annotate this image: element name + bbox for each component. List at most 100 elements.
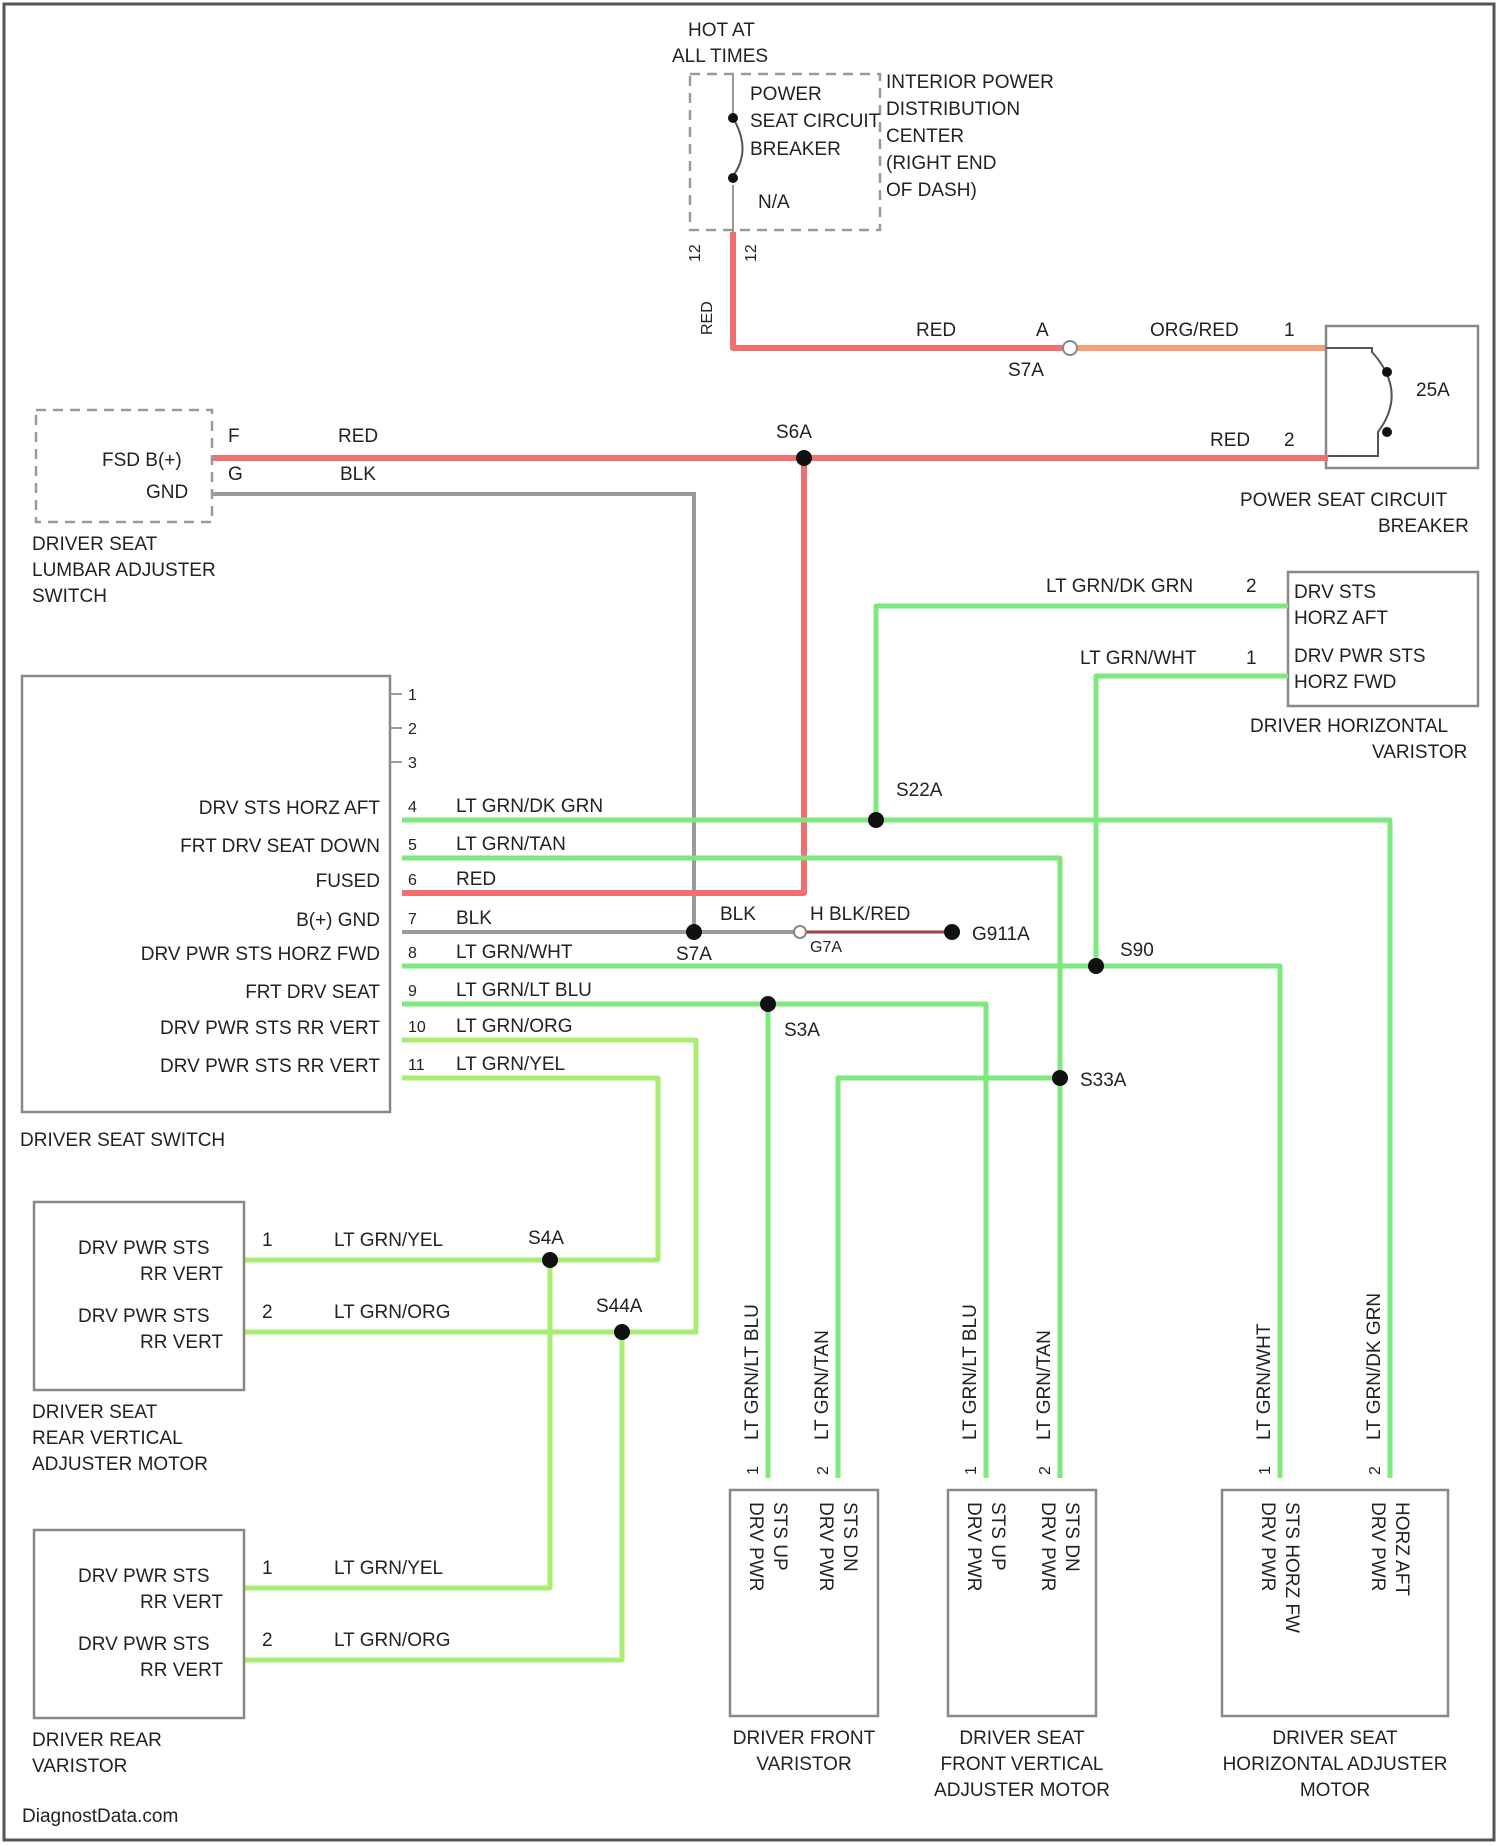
pin-number: 2: [1367, 1466, 1384, 1475]
wire-horz-fwd: [402, 966, 1280, 1478]
rvm-label-3: ADJUSTER MOTOR: [32, 1454, 208, 1475]
terminal-name: DRV PWR: [815, 1502, 836, 1591]
hvar-t2-a: DRV PWR STS: [1294, 646, 1426, 667]
switch-terminal-name: DRV PWR STS HORZ FWD: [141, 944, 380, 965]
ipdc-pin: 12: [687, 244, 704, 262]
rvm-w1: LT GRN/YEL: [334, 1230, 443, 1251]
wire-label-org-red: ORG/RED: [1150, 320, 1239, 341]
all-times-label: ALL TIMES: [672, 46, 768, 67]
cb-label-3: BREAKER: [750, 139, 841, 160]
rvar-t1-b: RR VERT: [140, 1592, 223, 1613]
wire-color-label: LT GRN/LT BLU: [742, 1304, 763, 1440]
rvm-w2: LT GRN/ORG: [334, 1302, 450, 1323]
switch-empty-pin: 2: [408, 721, 417, 738]
wire-color-label: LT GRN/DK GRN: [1364, 1293, 1385, 1440]
switch-pin: 8: [408, 945, 417, 962]
wire-label-red-cb: RED: [1210, 430, 1250, 451]
wire-label-red-vertical: RED: [699, 301, 716, 335]
ipdc-label-2: DISTRIBUTION: [886, 99, 1020, 120]
ground-g911a-dot: [944, 924, 960, 940]
rvar-t2-b: RR VERT: [140, 1660, 223, 1681]
terminal-name: STS UP: [987, 1502, 1008, 1571]
rvm-label-1: DRIVER SEAT: [32, 1402, 158, 1423]
component-label: HORIZONTAL ADJUSTER: [1223, 1754, 1448, 1775]
wire-label-blk: BLK: [720, 904, 756, 925]
switch-wire-color: LT GRN/YEL: [456, 1054, 565, 1075]
component-label: DRIVER SEAT: [1272, 1728, 1398, 1749]
ipdc-label-5: OF DASH): [886, 180, 977, 201]
lumbar-label-2: LUMBAR ADJUSTER: [32, 560, 216, 581]
cb-rating: 25A: [1416, 380, 1450, 401]
splice-s90-dot: [1088, 958, 1104, 974]
wire-rr-vert-org-varistor: [244, 1332, 622, 1660]
wire-color-label: LT GRN/WHT: [1254, 1323, 1275, 1440]
splice-s6a-dot: [796, 450, 812, 466]
lumbar-gnd: GND: [146, 482, 188, 503]
hot-at-label: HOT AT: [688, 20, 755, 41]
switch-pin: 4: [408, 799, 417, 816]
splice-s3a-dot: [760, 996, 776, 1012]
connector-a: A: [1036, 320, 1049, 341]
splice-s7a-dot: [686, 924, 702, 940]
switch-terminal-name: DRV STS HORZ AFT: [199, 798, 381, 819]
wire-frt-down-varistor: [838, 1078, 1060, 1478]
splice-s7a: S7A: [676, 944, 712, 965]
hvar-pin2: 1: [1246, 648, 1257, 669]
switch-terminal-name: DRV PWR STS RR VERT: [160, 1018, 380, 1039]
splice-s44a: S44A: [596, 1296, 643, 1317]
splice-s4a-dot: [542, 1252, 558, 1268]
switch-wire-color: BLK: [456, 908, 492, 929]
cb-label-line1: POWER SEAT CIRCUIT: [1240, 490, 1448, 511]
switch-wire-color: LT GRN/ORG: [456, 1016, 572, 1037]
switch-terminal-name: DRV PWR STS RR VERT: [160, 1056, 380, 1077]
switch-terminal-name: FUSED: [316, 871, 380, 892]
component-label: FRONT VERTICAL: [941, 1754, 1104, 1775]
splice-s33a-dot: [1052, 1070, 1068, 1086]
pin-number: 1: [963, 1466, 980, 1475]
wire-red-fused: [402, 458, 804, 893]
splice-s3a: S3A: [784, 1020, 820, 1041]
wire-color-label: LT GRN/LT BLU: [960, 1304, 981, 1440]
rvm-t2-a: DRV PWR STS: [78, 1306, 210, 1327]
rvm-p1: 1: [262, 1230, 273, 1251]
cb-label-2: SEAT CIRCUIT: [750, 111, 881, 132]
component-label: DRIVER SEAT: [959, 1728, 1085, 1749]
hvar-label-1: DRIVER HORIZONTAL: [1250, 716, 1448, 737]
cb-label-line2: BREAKER: [1378, 516, 1469, 537]
switch-wire-color: LT GRN/TAN: [456, 834, 566, 855]
wire-red-ipdc: [733, 232, 1070, 348]
wire-label-red-top: RED: [916, 320, 956, 341]
switch-pin: 9: [408, 983, 417, 1000]
switch-label: DRIVER SEAT SWITCH: [20, 1130, 225, 1151]
pin-number: 2: [815, 1466, 832, 1475]
rvm-t1-b: RR VERT: [140, 1264, 223, 1285]
terminal-name: STS UP: [769, 1502, 790, 1571]
rvar-t1-a: DRV PWR STS: [78, 1566, 210, 1587]
na-label: N/A: [758, 192, 790, 213]
switch-wire-color: LT GRN/WHT: [456, 942, 573, 963]
ipdc-label-1: INTERIOR POWER: [886, 72, 1054, 93]
switch-wire-color: RED: [456, 869, 496, 890]
ground-g911a: G911A: [972, 924, 1030, 945]
lumbar-pin-f: F: [228, 426, 240, 447]
switch-wire-color: LT GRN/DK GRN: [456, 796, 603, 817]
pin-number: 1: [745, 1466, 762, 1475]
splice-s90: S90: [1120, 940, 1154, 961]
driver-seat-switch: [22, 676, 390, 1112]
wire-label-h-blk-red: H BLK/RED: [810, 904, 910, 925]
switch-pin: 5: [408, 837, 417, 854]
switch-pin: 6: [408, 872, 417, 889]
switch-pin: 10: [408, 1019, 426, 1036]
splice-s22a-dot: [868, 812, 884, 828]
wire-color-label: LT GRN/TAN: [812, 1330, 833, 1440]
lumbar-label-3: SWITCH: [32, 586, 107, 607]
hvar-wire1: LT GRN/DK GRN: [1046, 576, 1193, 597]
switch-terminal-name: B(+) GND: [296, 910, 380, 931]
connector-s7a-top: S7A: [1008, 360, 1044, 381]
wire-label-red-lumbar: RED: [338, 426, 378, 447]
rvar-p2: 2: [262, 1630, 273, 1651]
ipdc-label-4: (RIGHT END: [886, 153, 996, 174]
splice-s44a-dot: [614, 1324, 630, 1340]
hvar-t1-b: HORZ AFT: [1294, 608, 1388, 629]
